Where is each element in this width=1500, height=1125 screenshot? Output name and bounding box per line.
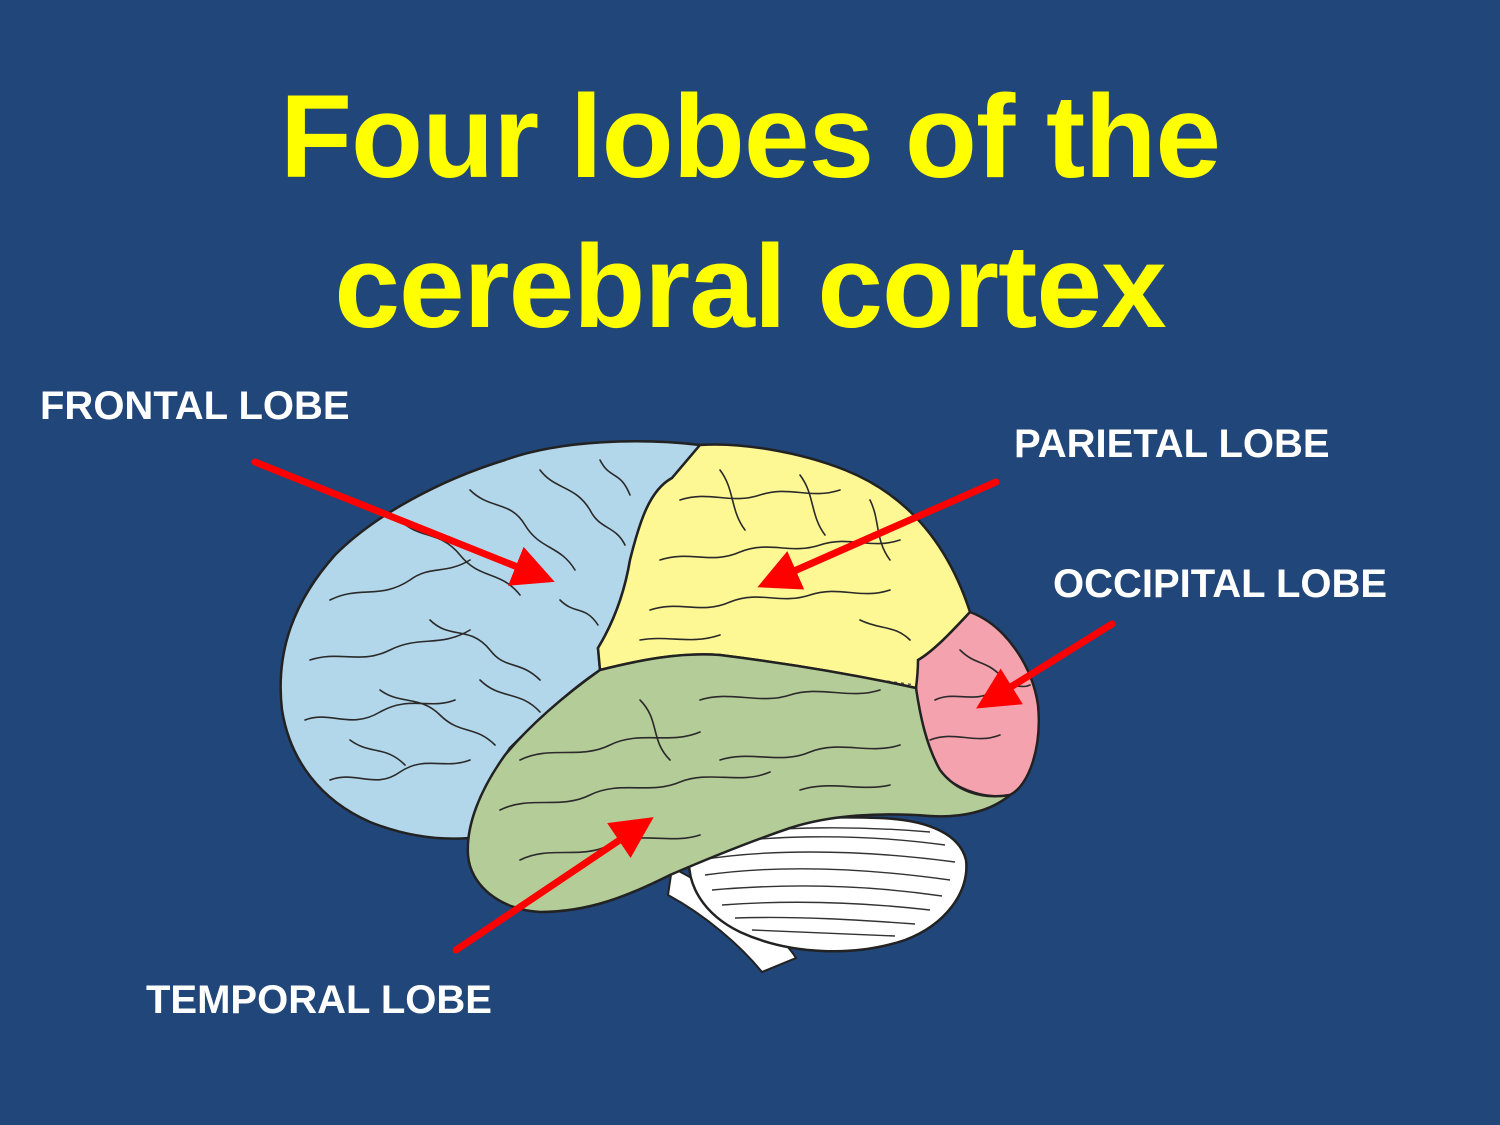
occipital-lobe-label: OCCIPITAL LOBE: [1053, 562, 1388, 606]
frontal-arrow: [251, 458, 555, 586]
title-line-1: Four lobes of the: [279, 71, 1221, 203]
occipital-arrow: [976, 620, 1116, 709]
sulci-lines: [304, 459, 1031, 861]
temporal-arrow: [452, 817, 654, 954]
arrows: [251, 458, 1116, 954]
slide-title: Four lobes of the cerebral cortex: [0, 62, 1500, 362]
parietal-arrow: [757, 478, 1000, 590]
title-line-2: cerebral cortex: [334, 221, 1166, 353]
frontal-lobe-label: FRONTAL LOBE: [40, 384, 350, 428]
parietal-lobe-label: PARIETAL LOBE: [1014, 422, 1330, 466]
temporal-lobe-label: TEMPORAL LOBE: [146, 978, 492, 1022]
